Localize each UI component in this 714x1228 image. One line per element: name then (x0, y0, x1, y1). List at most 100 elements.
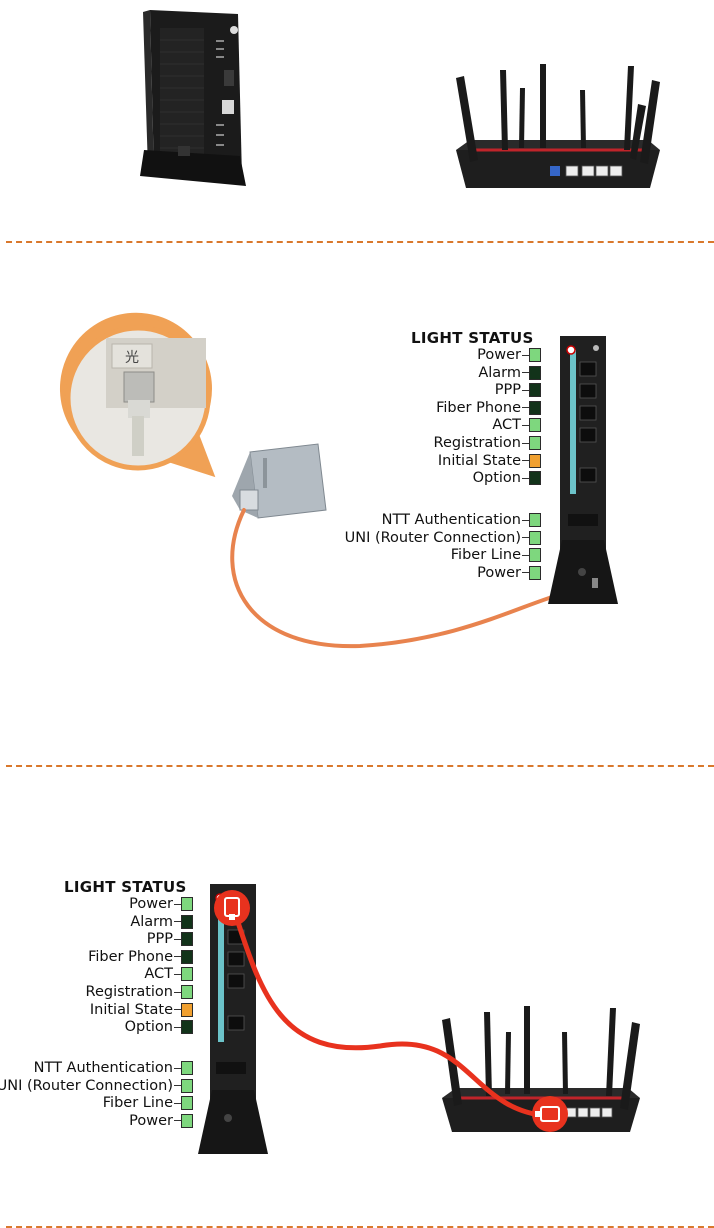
leader-line (174, 1067, 181, 1069)
status-led (529, 348, 541, 362)
onu-device-mid (548, 336, 618, 604)
status-led (181, 967, 193, 982)
fiber-converter-box (232, 443, 327, 519)
leader-line (522, 572, 529, 574)
status-led (529, 513, 541, 527)
leader-line (522, 389, 529, 391)
status-label: Power (477, 347, 521, 363)
status-row: ACT (144, 965, 193, 983)
status-label: ACT (492, 417, 521, 434)
leader-line (174, 903, 181, 905)
status-label: Power (129, 1112, 173, 1129)
status-led (529, 471, 541, 486)
status-row: NTT Authentication (34, 1059, 193, 1077)
status-led (181, 897, 193, 911)
leader-line (174, 1026, 181, 1028)
status-label: Fiber Phone (436, 399, 521, 416)
status-led (529, 436, 541, 450)
status-led (181, 1061, 193, 1075)
status-row: Fiber Phone (436, 399, 541, 417)
status-label: Power (477, 564, 521, 581)
status-row: PPP (495, 381, 541, 399)
leader-line (522, 477, 529, 479)
leader-line (174, 1085, 181, 1087)
router-lan-ports (550, 165, 623, 177)
status-label: Registration (85, 984, 173, 1000)
status-label: Fiber Line (450, 547, 521, 564)
leader-line (522, 372, 529, 374)
status-label: PPP (146, 931, 173, 948)
status-led (529, 453, 541, 468)
status-row: Power (129, 1112, 193, 1130)
leader-line (522, 519, 529, 521)
status-led (181, 1113, 193, 1128)
status-label: ACT (144, 966, 173, 983)
fiber-cable (230, 508, 570, 649)
status-row: Initial State (90, 1001, 193, 1019)
fiber-jack-label: 光 (125, 350, 139, 366)
light-status-title: LIGHT STATUS (411, 329, 534, 347)
section-divider (6, 1226, 714, 1228)
leader-line (174, 956, 181, 958)
status-led (181, 932, 193, 947)
status-row: Option (125, 1018, 193, 1036)
status-led (529, 418, 541, 433)
status-label: Option (124, 1019, 173, 1036)
ethernet-plug-icon (532, 1096, 568, 1132)
status-led (529, 400, 541, 415)
status-row: Fiber Line (103, 1094, 193, 1112)
status-row: Registration (86, 983, 193, 1001)
leader-line (522, 424, 529, 426)
status-row: Fiber Phone (88, 948, 193, 966)
leader-line (174, 991, 181, 993)
status-row: NTT Authentication (382, 511, 541, 529)
section-divider (6, 241, 714, 243)
section-divider (6, 765, 714, 767)
status-label: Option (472, 470, 521, 487)
status-led (529, 565, 541, 580)
status-label: NTT Authentication (381, 512, 521, 528)
status-led (529, 530, 541, 545)
light-status-title: LIGHT STATUS (64, 878, 187, 896)
leader-line (522, 460, 529, 462)
status-row: ACT (492, 416, 541, 434)
leader-line (174, 938, 181, 940)
status-label: NTT Authentication (33, 1060, 173, 1076)
status-led (181, 985, 193, 999)
status-row: Initial State (438, 452, 541, 470)
status-led (529, 365, 541, 380)
leader-line (522, 537, 529, 539)
status-label: UNI (Router Connection) (0, 1077, 173, 1094)
ethernet-plug-icon (214, 890, 250, 926)
status-label: UNI (Router Connection) (344, 529, 521, 546)
router-device-bottom (442, 1006, 640, 1132)
wall-outlet-callout: 光 (59, 312, 216, 478)
leader-line (174, 1102, 181, 1104)
status-label: PPP (494, 382, 521, 399)
status-led (529, 383, 541, 398)
status-row: PPP (147, 930, 193, 948)
status-label: Initial State (437, 452, 521, 469)
status-label: Power (129, 896, 173, 912)
leader-line (522, 354, 529, 356)
leader-line (174, 1009, 181, 1011)
status-label: Initial State (89, 1001, 173, 1018)
status-row: Power (477, 346, 541, 364)
status-label: Alarm (478, 364, 521, 381)
lan-cable (231, 907, 551, 1119)
leader-line (522, 442, 529, 444)
leader-line (522, 554, 529, 556)
status-led (181, 914, 193, 929)
leader-line (174, 973, 181, 975)
leader-line (522, 407, 529, 409)
status-row: UNI (Router Connection) (0, 1077, 193, 1095)
status-row: Power (477, 564, 541, 582)
leader-line (174, 1120, 181, 1122)
status-label: Fiber Phone (88, 948, 173, 965)
status-label: Registration (433, 435, 521, 451)
status-led (529, 548, 541, 563)
status-led (181, 1078, 193, 1093)
status-row: Power (129, 895, 193, 913)
status-row: Alarm (478, 364, 541, 382)
status-row: UNI (Router Connection) (345, 529, 541, 547)
